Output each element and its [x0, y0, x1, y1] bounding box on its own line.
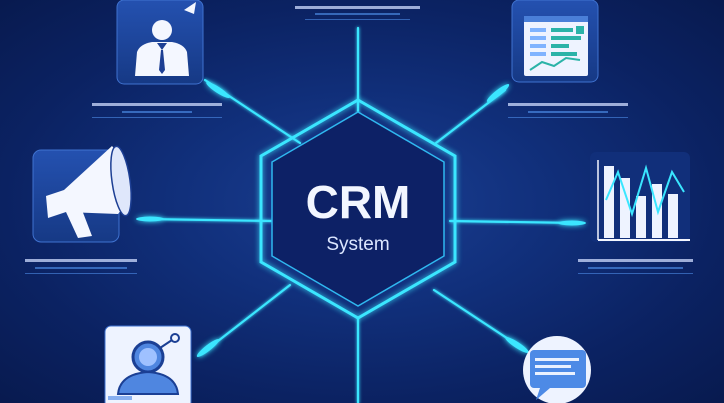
spark-right [558, 220, 586, 226]
spark-bottom-right [505, 336, 529, 354]
spark-top-right [486, 84, 510, 102]
tile-top-left [116, 0, 204, 85]
bar-chart-icon [597, 160, 690, 241]
caption-mid-left [25, 258, 137, 274]
connector-right [448, 219, 580, 225]
caption-bottom-left [108, 395, 132, 400]
dashboard-document-icon [524, 16, 588, 76]
tile-top-right [511, 0, 599, 83]
spark-bottom-left [196, 339, 220, 357]
megaphone-icon [46, 145, 132, 238]
spark-left [136, 216, 164, 222]
caption-top-left [92, 102, 222, 118]
crm-hub: CRM System [259, 98, 457, 320]
caption-mid-right [578, 258, 693, 274]
tile-bottom-right [523, 336, 591, 403]
tile-mid-left [32, 145, 132, 243]
tile-mid-right [590, 152, 690, 242]
chat-bubble-icon [530, 350, 586, 400]
spark-top-left [206, 81, 230, 99]
connector-left [143, 217, 274, 223]
hub-title: CRM [306, 176, 411, 228]
caption-top-right [508, 102, 628, 118]
tile-bottom-left [104, 325, 192, 403]
hub-subtitle: System [326, 234, 389, 255]
customer-profile-icon [116, 333, 180, 395]
businessman-icon [135, 2, 196, 76]
caption-top-center [295, 5, 420, 20]
